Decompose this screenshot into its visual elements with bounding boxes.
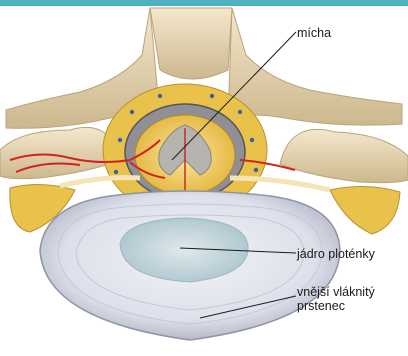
fat-pad-right: [330, 186, 400, 234]
label-annulus-fibrosus: vnější vláknitý prstenec: [297, 285, 375, 313]
label-annulus-line2: prstenec: [297, 299, 375, 313]
label-spinal-cord: mícha: [297, 26, 331, 40]
label-annulus-line1: vnější vláknitý: [297, 285, 375, 299]
label-nucleus-pulposus: jádro ploténky: [297, 247, 375, 261]
